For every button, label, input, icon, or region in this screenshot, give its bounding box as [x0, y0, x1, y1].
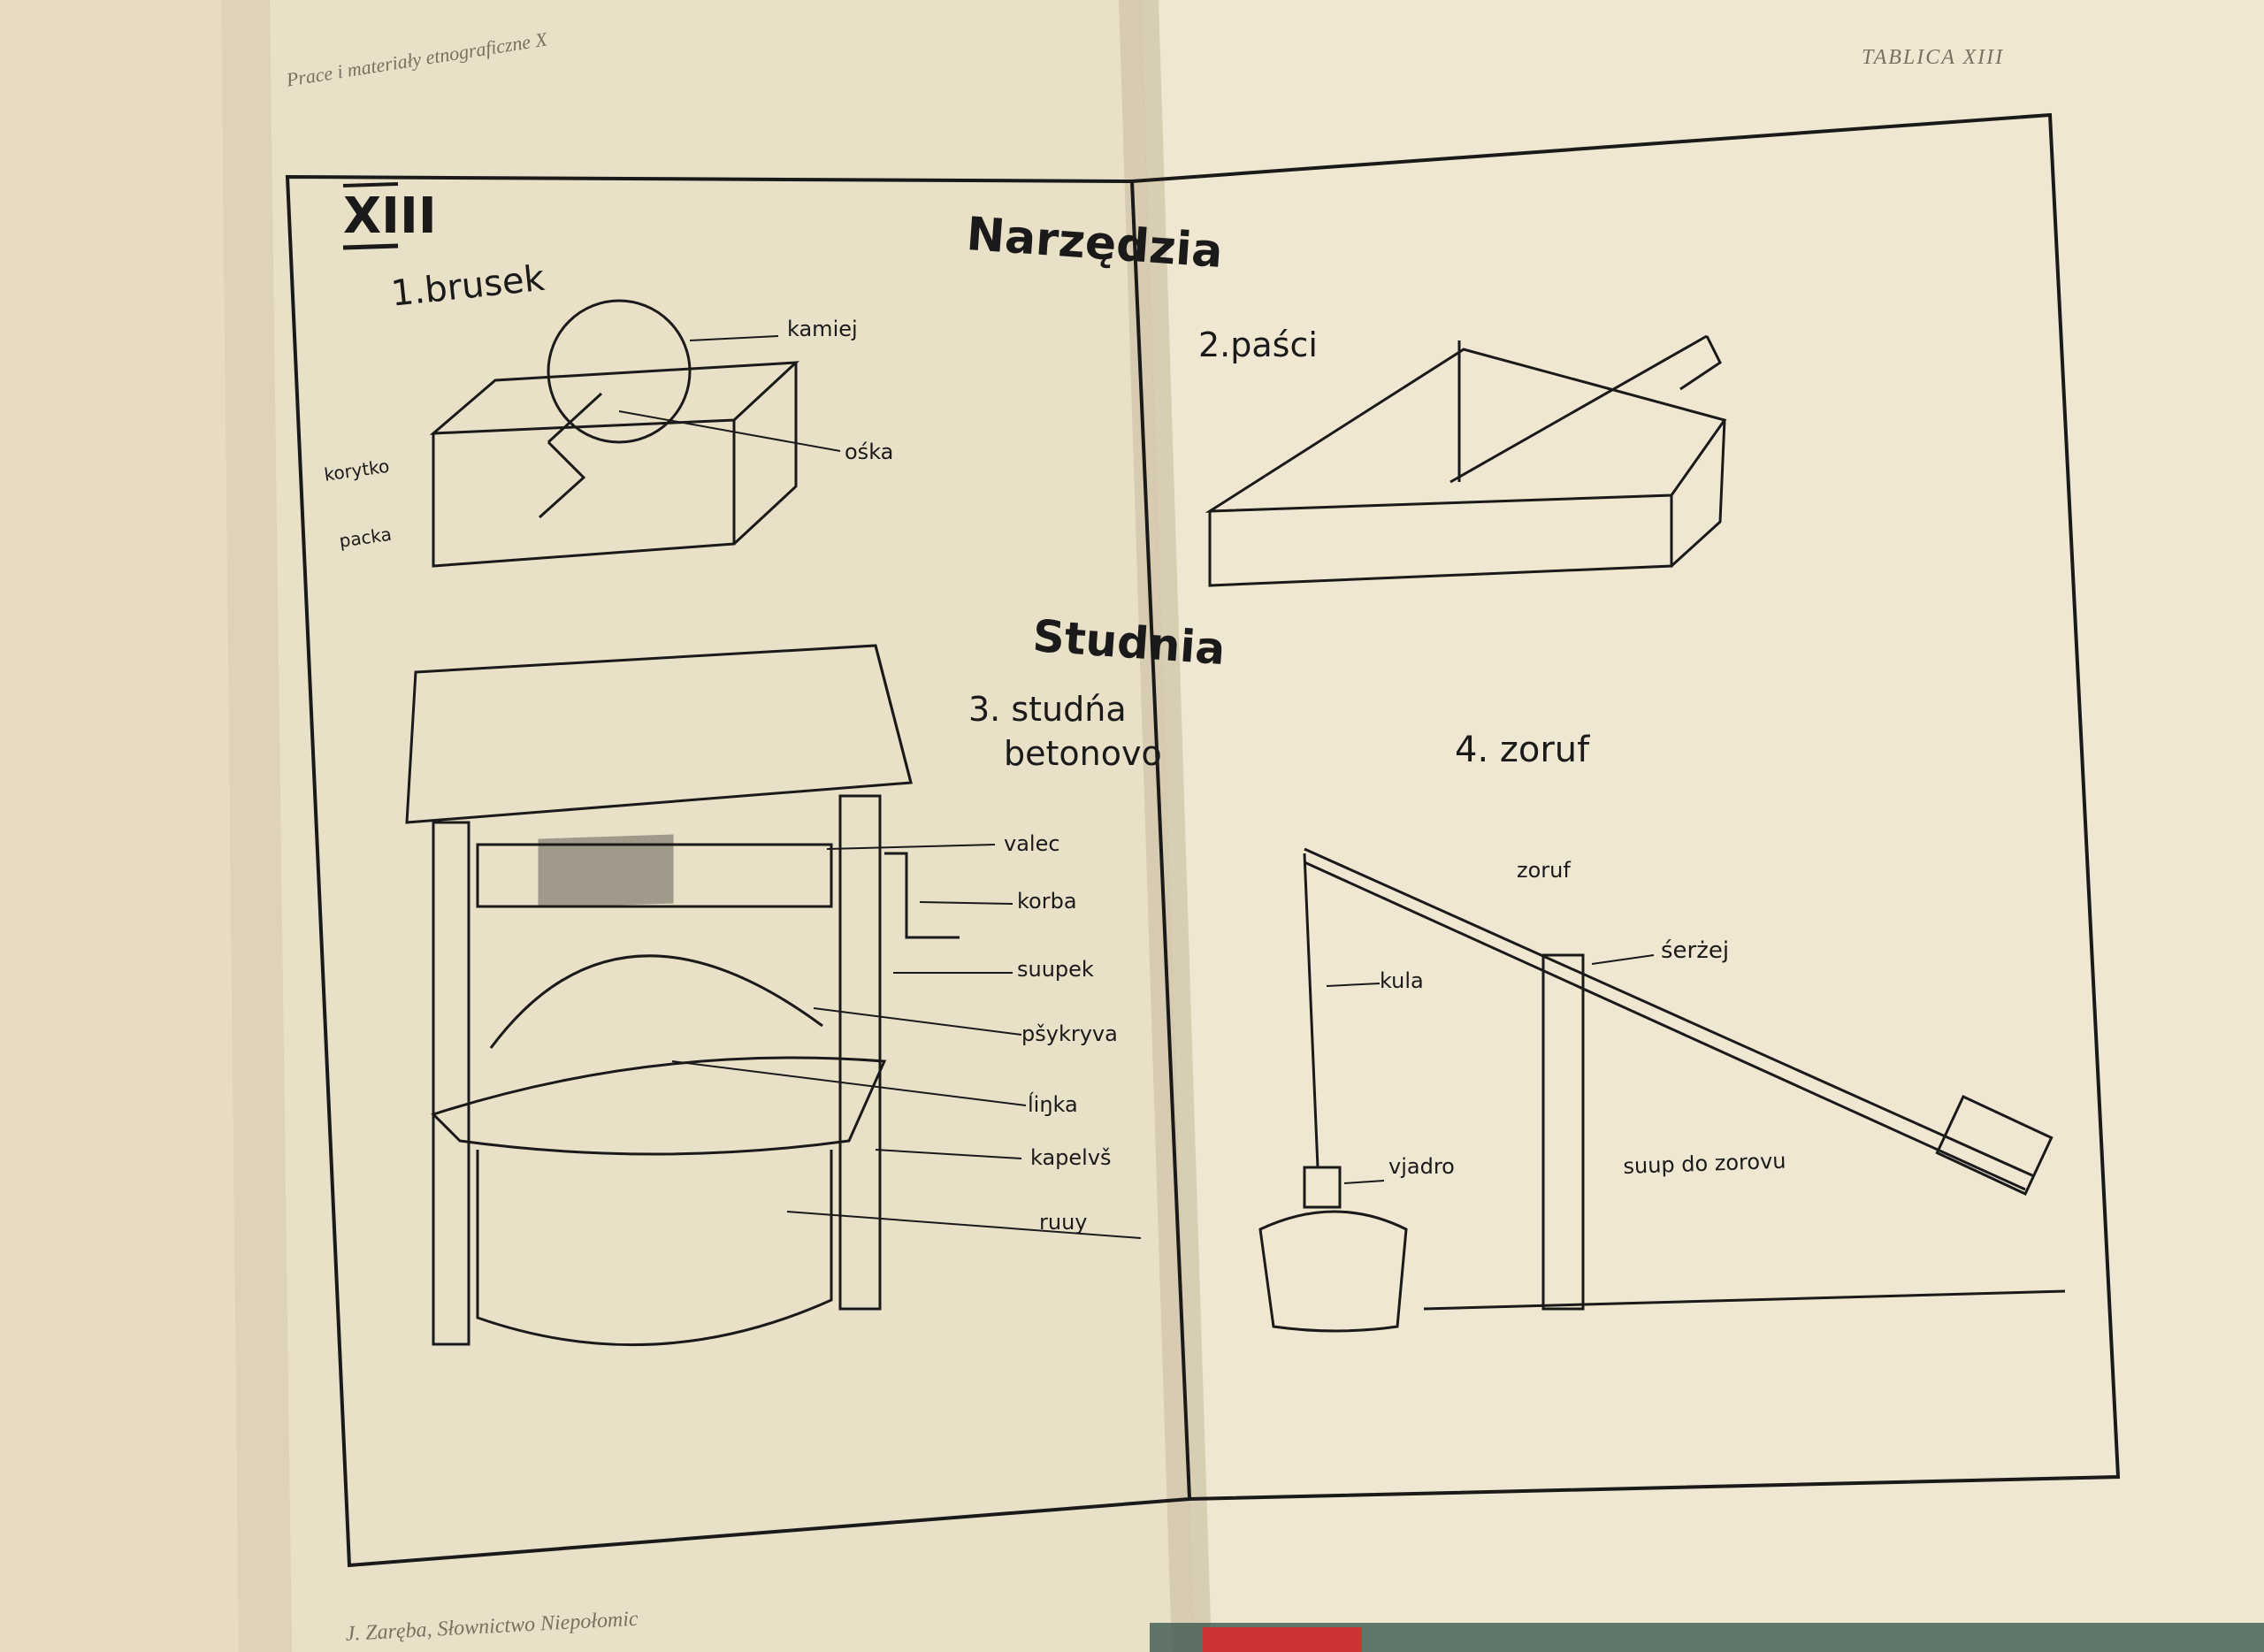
label-pszykryva: pšykryva	[1021, 1021, 1118, 1046]
right-running-title: TABLICA XIII	[1862, 46, 2004, 70]
label-ruuy: ruuy	[1039, 1210, 1088, 1235]
label-kamiej: kamiej	[787, 317, 858, 341]
figure-studna-title-2: betonovo	[1004, 734, 1162, 773]
label-oska: ośka	[845, 440, 893, 464]
label-zoruf: zoruf	[1517, 858, 1571, 883]
label-linka: ĺiŋka	[1028, 1092, 1078, 1117]
figure-zoruf-title: 4. zoruf	[1455, 730, 1589, 770]
label-valec: valec	[1004, 831, 1060, 856]
right-page	[1141, 0, 2264, 1652]
label-korba: korba	[1017, 889, 1077, 914]
label-kapelvs: kapelvš	[1030, 1145, 1112, 1170]
label-kula: kula	[1380, 968, 1424, 993]
figure-studna-title-1: 3. studńa	[968, 690, 1127, 729]
label-suupek: suupek	[1017, 957, 1094, 982]
label-serzej: śerżej	[1661, 937, 1729, 964]
figure-pasci-title: 2.paści	[1198, 325, 1318, 364]
label-vjadro: vjadro	[1388, 1154, 1455, 1179]
plate-numeral: XIII	[343, 187, 437, 245]
